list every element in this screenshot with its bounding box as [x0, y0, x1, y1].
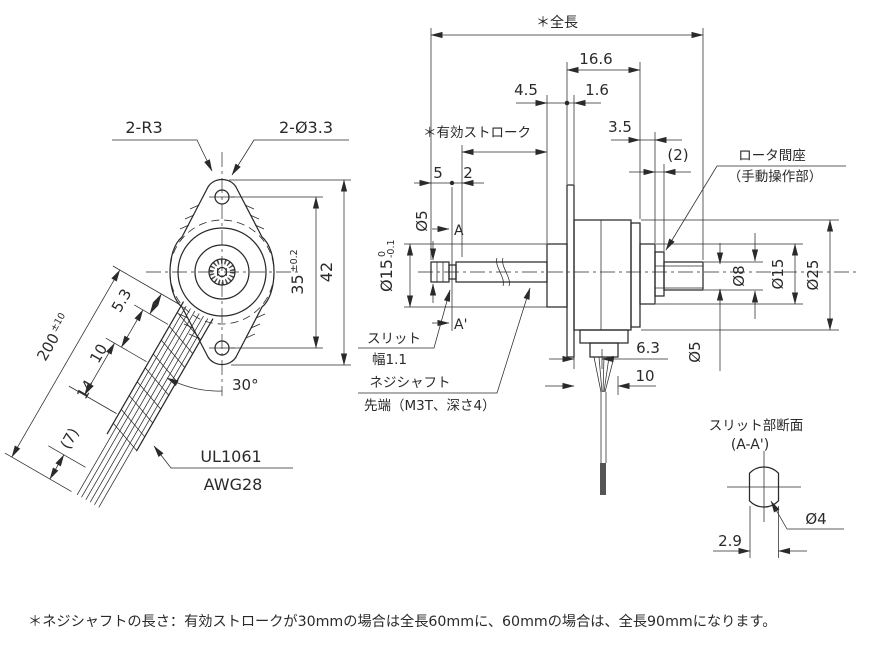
slit-label: スリット	[367, 331, 421, 347]
tip-length-label: 5	[433, 164, 443, 182]
terminal-block	[579, 329, 629, 344]
edge-hatching	[178, 204, 266, 339]
pilot-dia-label: Ø15 0-0.1	[377, 239, 397, 292]
slit-width-label: 幅1.1	[372, 352, 407, 368]
mounting-holes-leader	[231, 139, 349, 176]
rotor-shaft-dia-label: Ø5	[686, 341, 704, 362]
side-view: ＊全長 16.6 4.5 1.6 3.5 (2) ＊有効ストローク 5 2 A	[358, 14, 858, 495]
rotor-spacer	[663, 261, 704, 291]
wire-exit-63-label: 6.3	[636, 339, 660, 357]
hole-pitch-label: 35 ±0.2	[288, 249, 307, 294]
mounting-flange-plate	[566, 184, 575, 358]
front-view: 2-R3 2-Ø3.3 42 35 ±0.2	[4, 118, 351, 508]
slit-leader	[358, 289, 451, 349]
wire-angle-arc	[166, 377, 223, 392]
bundle-hatching	[112, 312, 202, 451]
wire-spec-line2: AWG28	[204, 475, 263, 494]
hole-pitch-value: 35	[288, 274, 307, 294]
lead-length-label: 200±10	[33, 311, 74, 364]
mounting-holes-label: 2-Ø3.3	[279, 118, 333, 137]
wire-exit-10-label: 10	[635, 367, 654, 385]
lead-length-value: 200	[33, 330, 63, 364]
bundle-extension-ticks	[4, 265, 180, 492]
rotor-spacer-leader	[665, 165, 846, 251]
knurl-ring	[209, 259, 235, 285]
front-pilot-boss	[546, 243, 568, 308]
section-view: スリット部断面 (A-A') Ø4 2.9	[709, 418, 844, 558]
section-title: スリット部断面	[709, 418, 804, 434]
wire-angle-label: 30°	[232, 376, 259, 394]
pilot-tol-lower: -0.1	[386, 239, 397, 258]
dia8-label: Ø8	[730, 265, 748, 286]
corner-radius-label: 2-R3	[125, 118, 162, 137]
wire-end-tip	[600, 463, 606, 495]
front-boss-circle	[177, 227, 267, 317]
hole-pitch-tolerance: ±0.2	[289, 249, 300, 272]
pilot-dia-value: Ø15	[377, 259, 396, 292]
lead-wire-bundle	[4, 265, 214, 508]
body-length-label: 16.6	[579, 50, 612, 68]
terminal-step	[589, 342, 619, 358]
pilot-circle	[194, 244, 250, 300]
rear-boss-length-label: 3.5	[608, 118, 632, 136]
lead-length-dim	[11, 269, 121, 458]
lead-length-tolerance: ±10	[49, 311, 69, 334]
footnote: ＊ネジシャフトの長さ：有効ストロークが30mmの場合は全長60mmに、60mmの…	[28, 613, 776, 630]
shaft-break-mark	[496, 257, 510, 287]
section-a-label: A	[454, 223, 464, 239]
motor-body-hidden-circle	[169, 219, 275, 325]
effective-stroke-label: ＊有効ストローク	[423, 125, 531, 141]
manual-knob-label: （手動操作部）	[728, 169, 823, 185]
rotor-step	[654, 251, 665, 297]
lead-wires	[76, 305, 209, 508]
screw-tip-spec-label: 先端（M3T、深さ4）	[364, 398, 496, 414]
motor-body	[573, 219, 632, 331]
lead-dim2-label: 10	[86, 341, 111, 367]
extension-lines	[404, 28, 839, 395]
wire-spec-line1: UL1061	[200, 447, 261, 466]
pilot-tol-upper: 0	[377, 251, 388, 257]
spacer-protrusion-label: (2)	[667, 146, 688, 164]
shaft-dia-label: Ø5	[413, 210, 431, 231]
across-flats-label: 2.9	[718, 532, 742, 550]
dia15-label: Ø15	[769, 259, 787, 290]
flange-outline	[169, 178, 275, 366]
side-lead-wires	[593, 356, 615, 463]
section-a-prime-label: A'	[454, 317, 467, 333]
lead-dim4-label: (7)	[57, 425, 83, 452]
rear-cover	[630, 222, 641, 328]
lead-dim1-label: 5.3	[108, 286, 136, 316]
dia25-label: Ø25	[804, 260, 822, 291]
rotor-spacer-label: ロータ間座	[738, 148, 806, 164]
slit-length-label: 2	[463, 164, 473, 182]
overall-length-label: ＊全長	[536, 14, 578, 31]
wire-spec-leader	[153, 445, 293, 469]
flange-height-label: 42	[317, 262, 336, 282]
section-subtitle: (A-A')	[731, 437, 769, 453]
screw-shaft-label: ネジシャフト	[370, 375, 451, 391]
rear-boss	[639, 243, 656, 305]
screw-shaft-leader	[358, 287, 531, 394]
lead-dim3-label: 14	[73, 377, 98, 403]
flange-thickness-label: 1.6	[585, 81, 609, 99]
corner-radius-leader	[112, 139, 213, 172]
section-dia-label: Ø4	[805, 510, 826, 528]
boss-length-label: 4.5	[514, 81, 538, 99]
